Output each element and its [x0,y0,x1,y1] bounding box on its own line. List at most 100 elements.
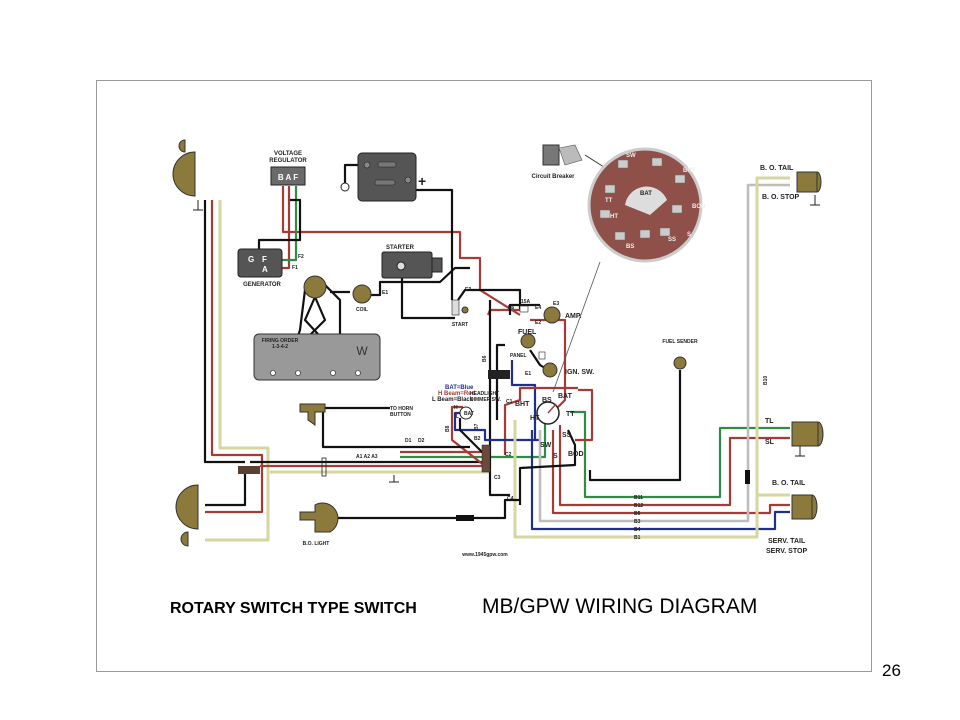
bo-stop-label: B. O. STOP [762,194,800,201]
b10-label: B10 [763,376,769,385]
wire-c2-green [400,420,547,459]
switch-photo-sw: SW [626,153,636,159]
tl-label: TL [765,418,774,425]
e3-label: E3 [553,301,559,307]
sw-bs-label: BS [542,397,552,404]
b7-label: B7 [474,423,480,430]
switch-photo-s: S [687,232,691,238]
ammeter [543,306,561,324]
serv-stop-label: SERV. STOP [766,548,807,555]
regulator-label-2: REGULATOR [269,158,307,164]
gen-g: G [248,255,254,264]
wire-b1-cream [513,176,790,539]
l-beam-black-label: L Beam=Black [432,397,474,403]
instrument-cluster: E6 15A E4 E3 E2 AMP. FUEL PANEL IGN. SW.… [488,299,594,379]
regulator-terminals: B A F [278,173,298,182]
page-number: 26 [882,661,901,680]
f1-label: F1 [292,265,298,271]
rotary-light-switch: BHT BS BAT TT HT SW SS S BOD [515,393,584,460]
ground-symbol [389,475,399,483]
bus-b1: B1 [634,535,641,541]
wire-reg-f [282,186,298,262]
wire-horn-ground [321,412,470,449]
gen-f: F [262,255,267,264]
dimmer-label-2: DIMMER SW. [470,397,501,403]
dimmer-l-label: L [456,414,459,420]
wire-b10-black [508,303,540,315]
a-terms-label: A1 A2 A3 [356,454,378,460]
c4-label: C4 [507,496,514,502]
generator-label: GENERATOR [243,282,281,288]
inline-fuse [456,515,474,521]
slide-frame [96,80,872,672]
b8-label: B8 [445,425,451,432]
b2-label: B2 [474,436,481,442]
bus-b5: B5 [634,511,641,517]
fuel-sender-label: FUEL SENDER [662,339,698,345]
coil: COIL E1 [352,284,388,313]
wire-coil-e1 [370,266,470,297]
start-switch: START E3 [451,287,471,328]
rotary-switch-photo: SW BHT BAT TT BOD HT S SS BS [587,147,706,263]
amp-label: AMP. [565,313,582,320]
wire-dimmer-black [458,418,491,461]
fuel-label: FUEL [518,329,537,336]
switch-photo-bod: BOD [692,204,706,210]
voltage-regulator: VOLTAGE REGULATOR B A F [269,151,307,186]
horn: TO HORN BUTTON [299,403,413,426]
bo-light-label: B.O. LIGHT [303,541,330,547]
headlight-left-lower [175,484,199,547]
battery-plus: + [418,173,426,189]
wire-starter [400,268,455,320]
caption-diagram-title: MB/GPW WIRING DIAGRAM [482,595,758,618]
c2-label: C2 [505,452,512,458]
bo-tail-bottom-label: B. O. TAIL [772,480,806,487]
wire-fuel [495,343,505,420]
switch-photo-ss: SS [668,237,676,243]
dimmer-switch-legend: BAT=Blue H Beam=Red L Beam=Black HEADLIG… [432,385,501,420]
blackout-light: B.O. LIGHT [299,502,339,547]
firing-order-sequence: 1-3-4-2 [272,344,288,350]
wire-c1-red [503,386,578,455]
switch-photo-bat: BAT [640,191,652,197]
tail-light-switch-knob [488,370,510,379]
coil-label: COIL [356,307,368,313]
dimmer-h-label: H [454,405,458,411]
panel-label: PANEL [510,353,527,359]
b6-label: B6 [482,355,488,362]
wire-b12-red [558,425,790,507]
start-label: START [452,322,468,328]
wires [203,154,790,542]
terminal-block [481,444,491,473]
willys-logo: W [356,344,368,358]
sw-sw-label: SW [540,442,552,449]
f2-label: F2 [298,254,304,260]
switch-photo-bht: BHT [683,168,696,174]
starter-label: STARTER [386,245,415,251]
sw-bat-label: BAT [558,393,573,400]
wire-black-lowhead [205,470,247,507]
e1-label-coil: E1 [382,290,388,296]
bus-b4: B4 [634,527,641,533]
circuit-breaker: Circuit Breaker [531,144,583,180]
fuse-15a-label: 15A [521,299,531,305]
sw-bod-label: BOD [568,451,584,458]
ign-sw-label: IGN. SW. [565,369,594,376]
d2-label: D2 [418,438,425,444]
wire-c4-bolight [330,498,520,520]
sw-ht-label: HT [530,415,540,422]
wire-b4-blue [530,430,790,531]
switch-photo-bs: BS [626,244,634,250]
e6-label: E6 [508,305,514,311]
wire-b6 [488,300,510,497]
e4-label: E4 [535,305,541,311]
h-beam-red-label: H Beam=Red [438,391,476,397]
bus-b3: B3 [634,519,641,525]
e2-label: E2 [535,320,541,326]
switch-photo-tt: TT [605,198,613,204]
serv-tail-label: SERV. TAIL [768,538,806,545]
fuel-sender: FUEL SENDER [662,339,698,370]
distributor [303,275,327,299]
bat-blue-label: BAT=Blue [445,385,474,391]
